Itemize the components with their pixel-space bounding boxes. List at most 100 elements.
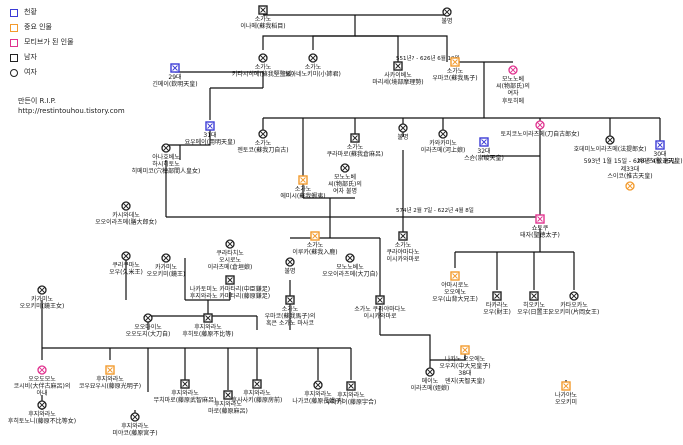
person-label: 카타오카노 오오키미(片岡女王) bbox=[548, 302, 600, 317]
note-umako-dates: 551년? - 626년 6월 19일 bbox=[396, 56, 460, 62]
female-icon bbox=[308, 53, 318, 63]
person-label: 소가노 이나메(蘇我稻目) bbox=[240, 16, 286, 31]
person-label: 모노노베 씨(物部氏)의 여자 후토히메 bbox=[496, 76, 530, 105]
male-icon bbox=[205, 121, 215, 131]
person-label: 카가미노 오오키미(鏡王女) bbox=[19, 296, 65, 311]
female-icon bbox=[258, 129, 268, 139]
person-label: 오오마이노 오오도지(大刀自) bbox=[125, 324, 171, 339]
female-icon bbox=[285, 257, 295, 267]
legend-label: 여자 bbox=[24, 68, 37, 76]
person-label: 카가미노 오오키미(鏡王) bbox=[146, 264, 186, 279]
female-icon bbox=[161, 253, 171, 263]
female-icon bbox=[37, 400, 47, 410]
male-icon bbox=[655, 140, 665, 150]
female-icon bbox=[625, 181, 635, 191]
male-icon bbox=[375, 295, 385, 305]
male-icon bbox=[310, 231, 320, 241]
male-icon bbox=[258, 5, 268, 15]
person-label: 후지와라노 미야코(藤原宮子) bbox=[112, 423, 158, 438]
female-icon bbox=[438, 129, 448, 139]
female-icon bbox=[143, 313, 153, 323]
person-label: 31대 요우메이(用明天皇) bbox=[184, 132, 236, 147]
male-icon bbox=[170, 63, 180, 73]
person-label: 소가노 쿠라야마다노 이시카와마로 bbox=[354, 306, 406, 321]
person-label: 후지와라노 후히토노니(藤原不比等女) bbox=[7, 411, 77, 426]
person-label: 후지와라노 무치마로(藤原武智麻呂) bbox=[153, 390, 217, 405]
person-label: 불명 bbox=[441, 18, 453, 25]
legend-label: 천황 bbox=[24, 8, 37, 16]
male-icon bbox=[298, 175, 308, 185]
person-label: 카와카미노 이라츠메(河上娘) bbox=[420, 140, 466, 155]
female-icon bbox=[398, 123, 408, 133]
male-icon bbox=[346, 381, 356, 391]
legend-item: 모티브가 된 인물 bbox=[10, 35, 74, 50]
female-icon bbox=[442, 7, 452, 17]
male-icon bbox=[460, 345, 470, 355]
male-icon bbox=[285, 295, 295, 305]
female-icon bbox=[225, 239, 235, 249]
person-label: 소가노 이루카(蘇我入鹿) bbox=[292, 242, 338, 257]
male-icon bbox=[203, 313, 213, 323]
female-icon bbox=[161, 143, 171, 153]
male-icon bbox=[479, 137, 489, 147]
note-shotoku-dates: 574년 2월 7일 - 622년 4월 8일 bbox=[396, 208, 474, 214]
female-icon bbox=[121, 201, 131, 211]
male-icon bbox=[492, 291, 502, 301]
male-icon bbox=[393, 61, 403, 71]
person-label: 후지와라노 마로(藤原麻呂) bbox=[208, 401, 248, 416]
square-icon bbox=[10, 38, 18, 47]
female-icon bbox=[258, 53, 268, 63]
person-label: 아나호베노 하시히토노 히메미코(穴穂部間人皇女) bbox=[131, 154, 201, 176]
person-label: 후지와라노 후사사키(藤原房前) bbox=[231, 390, 283, 405]
male-icon bbox=[398, 231, 408, 241]
person-label: 타카라노 오우(財王) bbox=[483, 302, 511, 317]
female-icon bbox=[37, 285, 47, 295]
legend-label: 남자 bbox=[24, 53, 37, 61]
female-icon bbox=[121, 251, 131, 261]
male-icon bbox=[450, 271, 460, 281]
female-icon bbox=[569, 291, 579, 301]
male-icon bbox=[529, 291, 539, 301]
person-label: 히오키노 오우(日置王) bbox=[517, 302, 551, 317]
female-icon bbox=[130, 412, 140, 422]
male-icon bbox=[561, 381, 571, 391]
female-icon bbox=[345, 253, 355, 263]
legend-item: 남자 bbox=[10, 50, 74, 65]
credit-url: http://restintouhou.tistory.com bbox=[18, 107, 125, 115]
person-label: 사카이베노 마리세(境部摩理勢) bbox=[372, 72, 424, 87]
male-icon bbox=[223, 390, 233, 400]
credit-author: 만든이 R.I.P. bbox=[18, 97, 57, 105]
person-label: 소가노 우마코(蘇我馬子)의 혹은 소가노 마사코 bbox=[264, 306, 316, 328]
person-label: 후지와라노 코우묘우시(藤原光明子) bbox=[78, 376, 142, 391]
person-label: 소가노 쿠라야마다노 이시카와마로 bbox=[386, 242, 420, 264]
person-label: 소가노 우마코(蘇我馬子) bbox=[432, 68, 478, 83]
credit: 만든이 R.I.P. http://restintouhou.tistory.c… bbox=[18, 96, 125, 116]
person-label: 후지와라노 우마카이(藤原宇合) bbox=[325, 392, 377, 407]
person-label: 카시와데노 오오이라츠메(膳大郎女) bbox=[95, 212, 157, 227]
male-icon bbox=[535, 214, 545, 224]
square-icon bbox=[10, 53, 18, 62]
person-label: 쇼토쿠 태자(聖徳太子) bbox=[520, 225, 560, 240]
person-label: 쿠라타치노 오시로노 이라츠메(倉垣娘) bbox=[207, 250, 253, 272]
female-icon bbox=[425, 367, 435, 377]
person-label: 소가노 오아네노키미(小姉君) bbox=[285, 64, 341, 79]
person-label: 32대 스슌(崇峻天皇) bbox=[464, 148, 504, 163]
square-icon bbox=[10, 8, 18, 17]
person-label: 30대 비다츠(敏達天皇) bbox=[637, 151, 683, 166]
female-icon bbox=[313, 380, 323, 390]
person-label: 나카노 오오에노 오우지(中大兄皇子) 38대 덴지(天智天皇) bbox=[439, 356, 491, 385]
legend-item: 천황 bbox=[10, 5, 74, 20]
male-icon bbox=[225, 275, 235, 285]
person-label: 소가노 에미시(蘇我蝦夷) bbox=[280, 186, 326, 201]
person-label: 야마시로노 오오에노 오우(山背大兄王) bbox=[432, 282, 478, 304]
person-label: 불명 bbox=[284, 268, 296, 275]
female-icon bbox=[37, 365, 47, 375]
circle-icon bbox=[10, 68, 18, 77]
male-icon bbox=[105, 365, 115, 375]
person-label: 메이노 이라츠메(姪娘) bbox=[410, 378, 450, 393]
person-label: 593년 1월 15일 - 628년 4월 15일 제33대 스이코(推古天皇) bbox=[583, 158, 677, 180]
male-icon bbox=[350, 133, 360, 143]
legend-label: 모티브가 된 인물 bbox=[24, 38, 74, 46]
